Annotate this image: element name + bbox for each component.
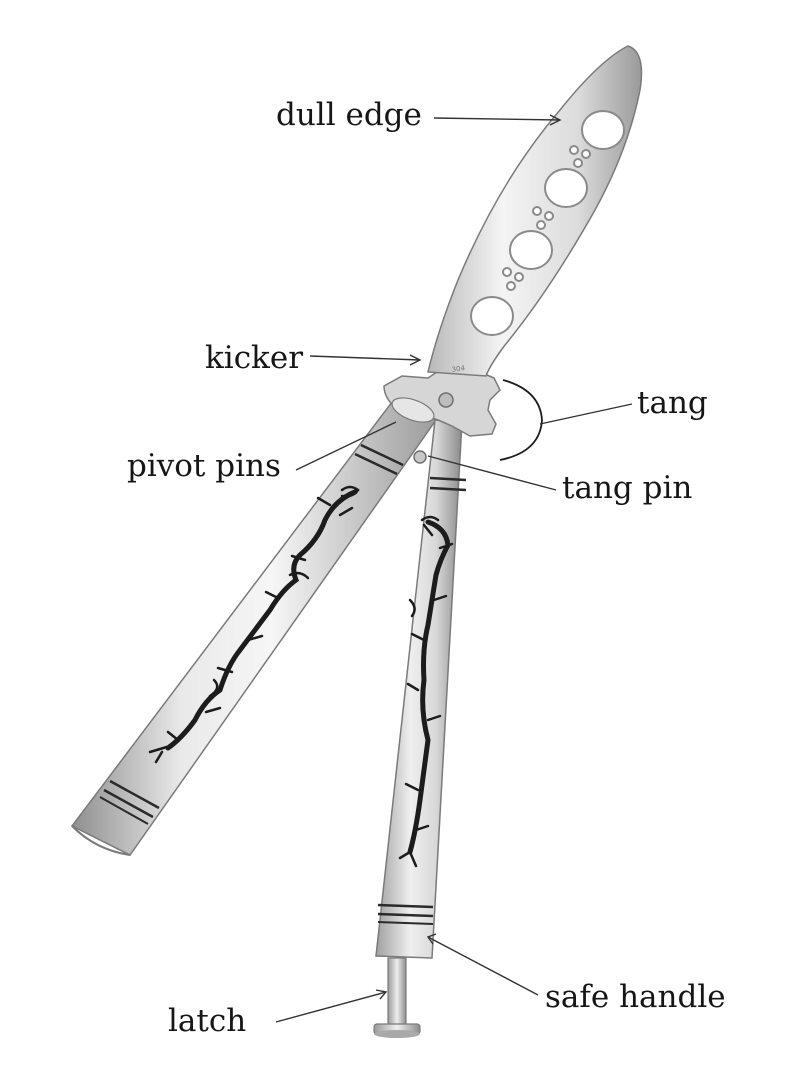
left-handle [70,401,438,856]
tang-label: tang [637,385,708,421]
safe-handle-leader [427,936,539,996]
svg-text:304: 304 [451,364,466,374]
latch-shape [373,957,421,1038]
pivot-pins-label: pivot pins [127,448,281,484]
kicker-label: kicker [205,340,304,376]
tang-leader [539,403,633,425]
blade: 304 [383,45,643,437]
tang-pin-label: tang pin [562,470,693,506]
dull-edge-leader [433,117,561,121]
pins [391,392,454,464]
pivot-pins-leader [295,421,397,471]
safe-handle-arrowhead [426,933,437,945]
kicker-arrowhead [409,354,422,366]
latch-arrowhead [375,989,388,1000]
safe-handle-body [375,419,467,959]
tang-arc [499,379,543,461]
right-dragon-engraving [398,515,454,868]
dull-edge-label: dull edge [276,97,422,133]
left-dragon-engraving [148,485,360,764]
latch-label: latch [168,1003,247,1039]
tang-pin-leader [427,455,557,491]
kicker-leader [309,355,421,361]
dull-edge-arrowhead [549,114,562,126]
blade-holes [470,110,625,336]
latch-leader [275,991,387,1023]
leader-lines [275,114,633,1023]
safe-handle-label: safe handle [545,979,726,1015]
